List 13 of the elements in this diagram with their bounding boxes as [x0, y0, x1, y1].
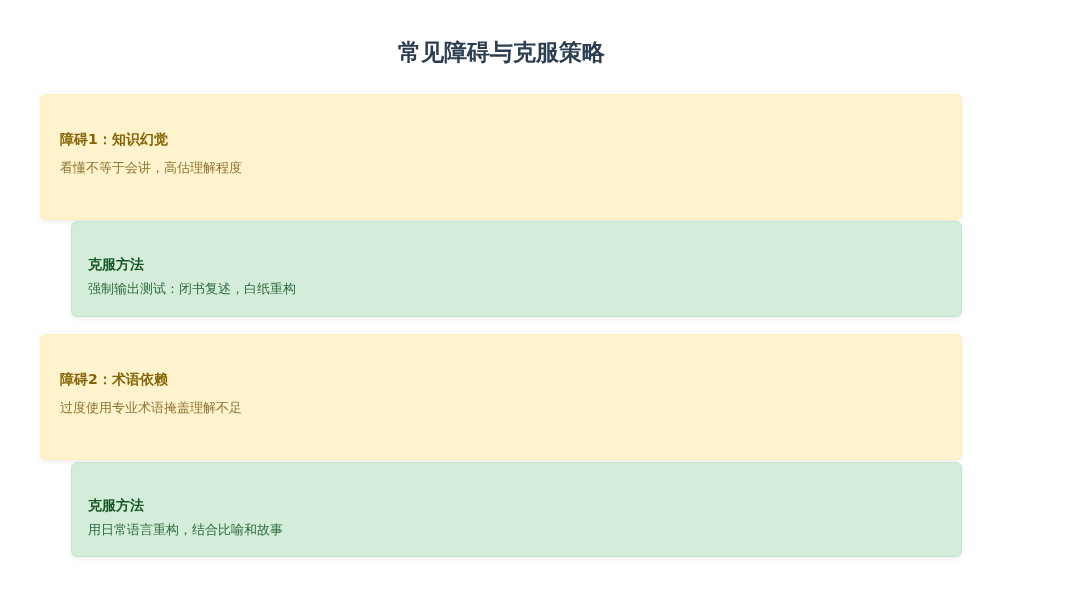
card-text: 用日常语言重构，结合比喻和故事	[88, 521, 283, 539]
card-heading: 障碍2：术语依赖	[60, 370, 168, 389]
card-text: 看懂不等于会讲，高估理解程度	[60, 159, 242, 177]
card-heading: 克服方法	[88, 255, 144, 274]
solution-card	[71, 462, 962, 557]
card-text: 强制输出测试：闭书复述，白纸重构	[88, 280, 296, 298]
card-text: 过度使用专业术语掩盖理解不足	[60, 399, 242, 417]
solution-card	[71, 221, 962, 317]
title: 常见障碍与克服策略	[396, 38, 606, 67]
obstacle-card	[40, 334, 962, 460]
card-heading: 克服方法	[88, 496, 144, 515]
obstacle-card	[40, 94, 962, 220]
card-heading: 障碍1：知识幻觉	[60, 130, 168, 149]
